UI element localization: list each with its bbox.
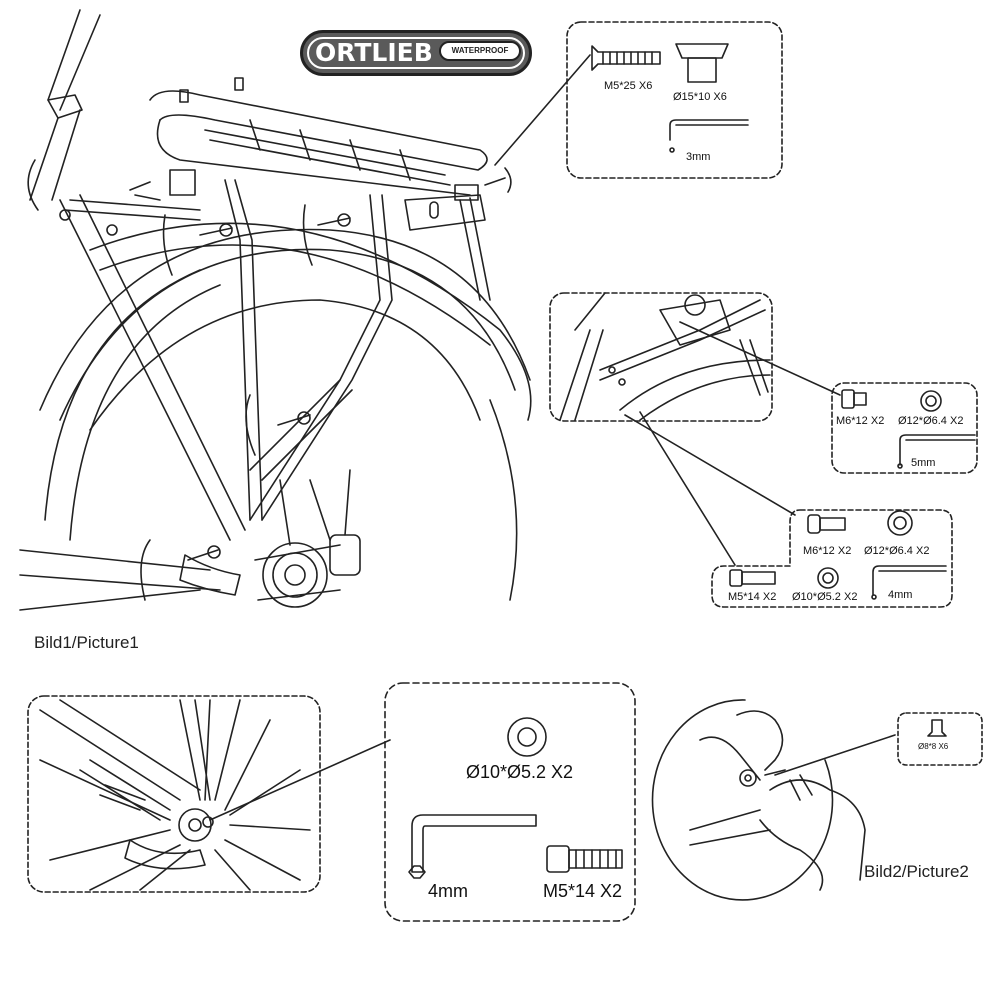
label-screw-m5x25: M5*25 X6 <box>604 80 653 92</box>
detail-window-bottom <box>27 695 321 893</box>
caption-picture1: Bild1/Picture1 <box>34 633 139 652</box>
logo-badge-text: WATERPROOF <box>451 46 509 55</box>
logo-badge: WATERPROOF <box>439 41 521 61</box>
mid-box-parts <box>841 389 976 469</box>
parts-box-top <box>566 21 783 179</box>
detail-illustration-top <box>559 292 841 566</box>
label-washer-12x6-mid: Ø12*Ø6.4 X2 <box>898 415 964 427</box>
top-box-parts <box>591 43 749 153</box>
label-pin-8x8: Ø8*8 X6 <box>918 742 949 751</box>
label-bolt-m5x14-bottom: M5*14 X2 <box>543 881 623 901</box>
bike-rack-illustration <box>19 9 591 611</box>
label-spacer-15x10: Ø15*10 X6 <box>673 91 727 103</box>
parts-box-bottom <box>384 682 636 922</box>
label-washer-10x5-bottom: Ø10*Ø5.2 X2 <box>466 762 574 782</box>
detail-illustration-right <box>689 710 896 891</box>
lower-box-parts <box>729 510 947 600</box>
logo-brand: ORTLIEB <box>315 38 433 67</box>
label-bolt-m6x12-mid: M6*12 X2 <box>836 415 885 427</box>
detail-window-top <box>549 292 773 422</box>
label-hex-key-4mm-lower: 4mm <box>888 589 913 601</box>
label-hex-key-3mm: 3mm <box>686 151 711 163</box>
detail-circle-right <box>651 699 834 901</box>
bottom-box-parts <box>408 717 623 879</box>
label-washer-10x5-lower: Ø10*Ø5.2 X2 <box>792 591 858 603</box>
label-bolt-m5x14-lower: M5*14 X2 <box>728 591 777 603</box>
detail-illustration-bottom <box>39 699 391 891</box>
label-hex-key-4mm-bottom: 4mm <box>428 881 468 901</box>
label-hex-key-5mm: 5mm <box>911 457 936 469</box>
parts-box-mid <box>831 382 978 474</box>
label-washer-12x6-lower: Ø12*Ø6.4 X2 <box>864 545 930 557</box>
parts-box-pin <box>897 712 983 766</box>
label-bolt-m6x12-lower: M6*12 X2 <box>803 545 852 557</box>
pin-part <box>927 719 947 737</box>
parts-box-lower <box>711 509 953 608</box>
caption-picture2: Bild2/Picture2 <box>864 862 969 881</box>
ortlieb-logo: ORTLIEB WATERPROOF <box>300 30 532 76</box>
